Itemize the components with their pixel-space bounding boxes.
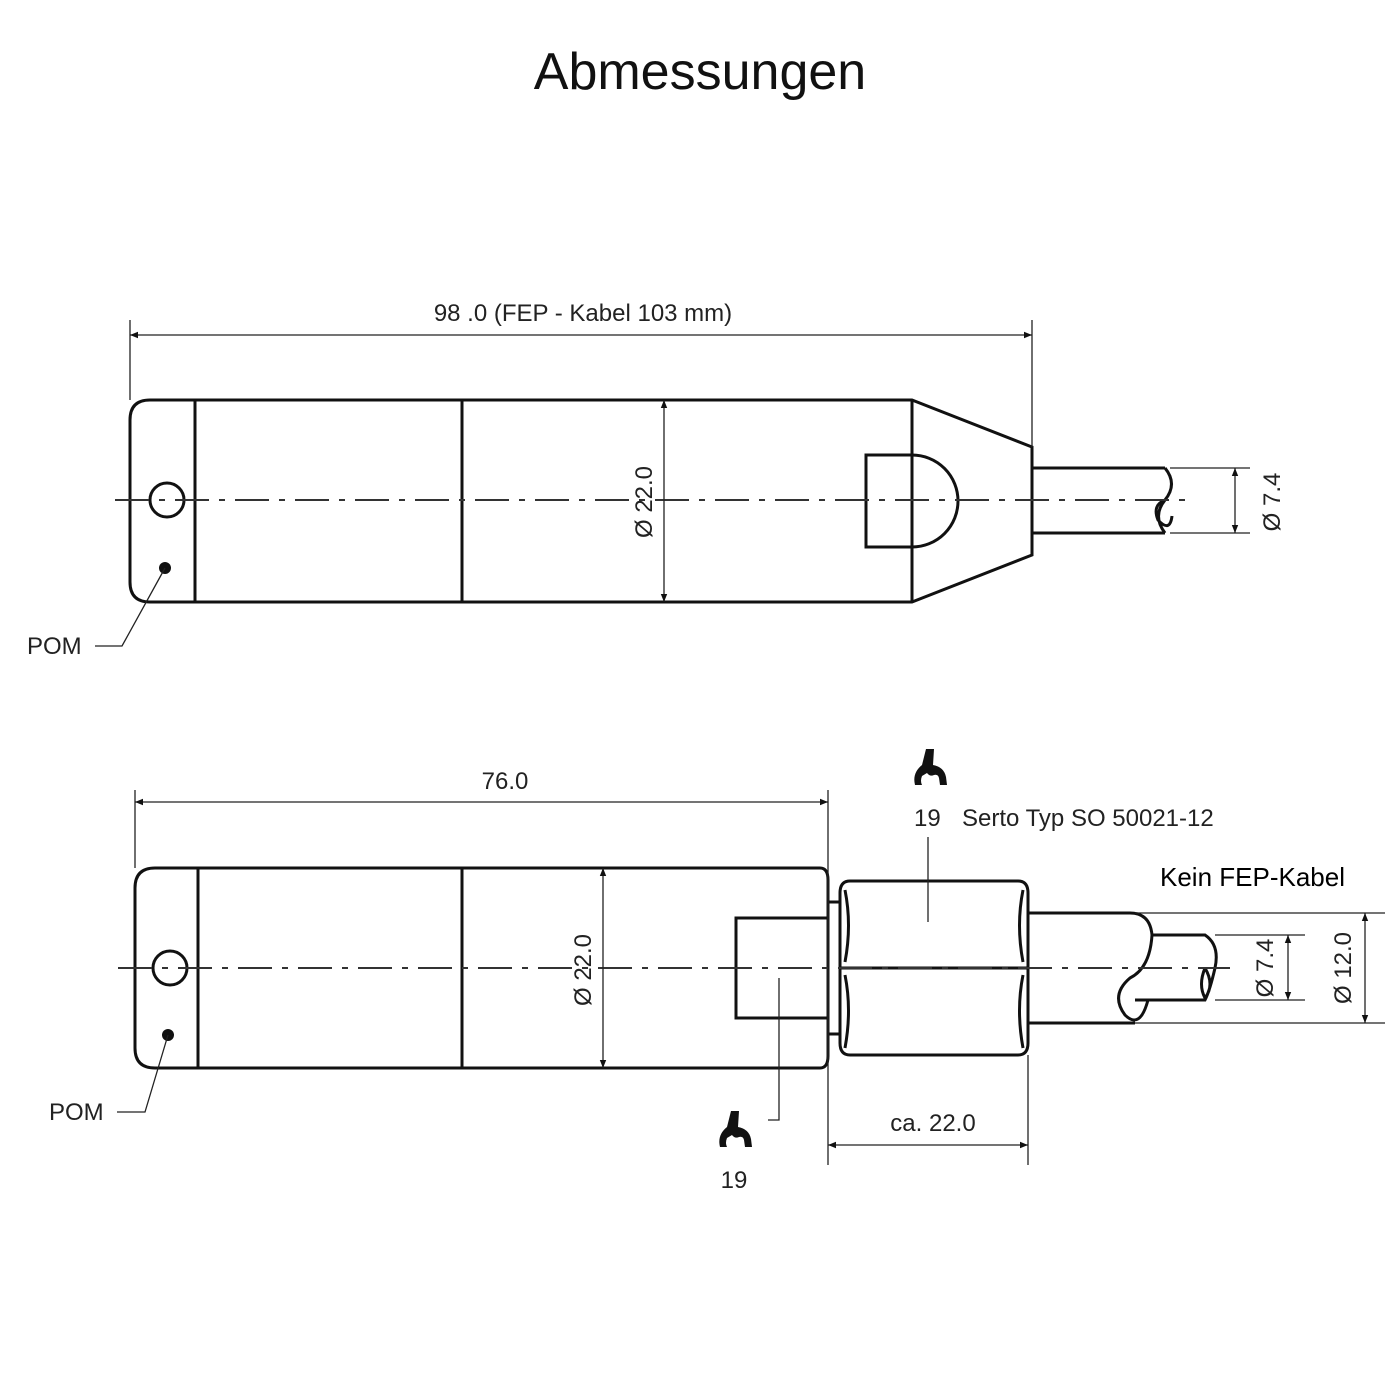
cable-note: Kein FEP-Kabel xyxy=(1160,862,1345,892)
pom-cap xyxy=(128,398,197,604)
outer-cable xyxy=(1028,911,1154,1025)
inner-cable-diameter-label: Ø 7.4 xyxy=(1252,939,1279,998)
body-diameter-label: Ø 22.0 xyxy=(570,934,597,1006)
pom-leader xyxy=(95,567,166,647)
length-label: 98 .0 (FEP - Kabel 103 mm) xyxy=(434,300,732,327)
length-label: 76.0 xyxy=(482,768,529,795)
pom-leader xyxy=(117,1034,169,1113)
stub-wrench-size: 19 xyxy=(721,1167,748,1194)
body-diameter-label: Ø 22.0 xyxy=(631,466,658,538)
fitting-wrench-size: 19 xyxy=(914,805,941,832)
top-view: POM 98 .0 (FEP - Kabel 103 mm) Ø 22.0 Ø … xyxy=(27,300,1286,660)
pom-cap xyxy=(133,866,200,1070)
stub-leader xyxy=(768,978,780,1121)
cable-diameter-label: Ø 7.4 xyxy=(1259,473,1286,532)
wrench-icon xyxy=(719,1111,752,1147)
pom-label: POM xyxy=(49,1099,104,1126)
bottom-view: POM 76.0 Ø 22.0 Ø 7.4 Ø 12.0 19 Serto Ty… xyxy=(49,749,1385,1194)
pom-label: POM xyxy=(27,633,82,660)
fitting-label: Serto Typ SO 50021-12 xyxy=(962,805,1214,832)
page-title: Abmessungen xyxy=(533,43,867,101)
wrench-icon xyxy=(914,749,947,785)
outer-cable-diameter-label: Ø 12.0 xyxy=(1330,932,1357,1004)
serto-nut xyxy=(838,879,1030,1057)
cable xyxy=(1032,466,1174,535)
fitting-length-label: ca. 22.0 xyxy=(890,1110,975,1137)
